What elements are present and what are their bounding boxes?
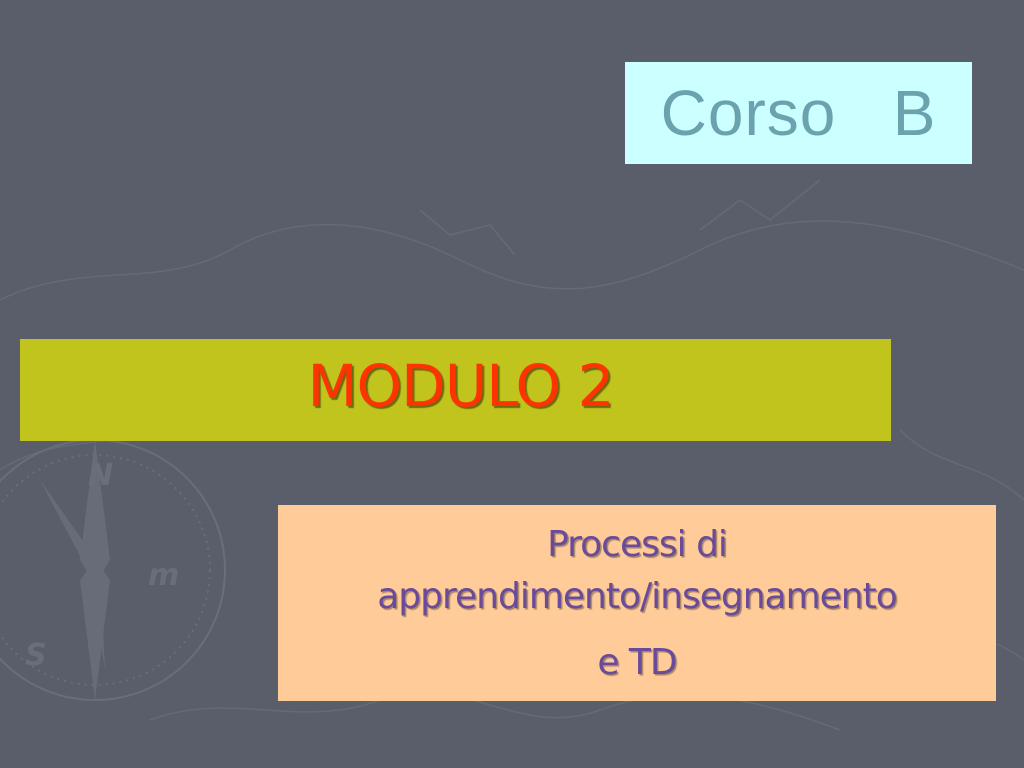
svg-text:m: m (148, 558, 179, 593)
subtitle-line-3: e TD (597, 642, 677, 683)
svg-text:S: S (25, 638, 47, 673)
module-title: MODULO 2 (307, 352, 614, 420)
subtitle-box: Processi di apprendimento/insegnamento e… (278, 505, 996, 701)
module-title-box: MODULO 2 (20, 339, 891, 441)
svg-text:N: N (88, 458, 113, 493)
course-label-box: Corso B (625, 62, 972, 164)
subtitle-line-1: Processi di (547, 524, 728, 565)
subtitle-line-2: apprendimento/insegnamento (377, 576, 898, 617)
course-label: Corso B (660, 77, 937, 149)
